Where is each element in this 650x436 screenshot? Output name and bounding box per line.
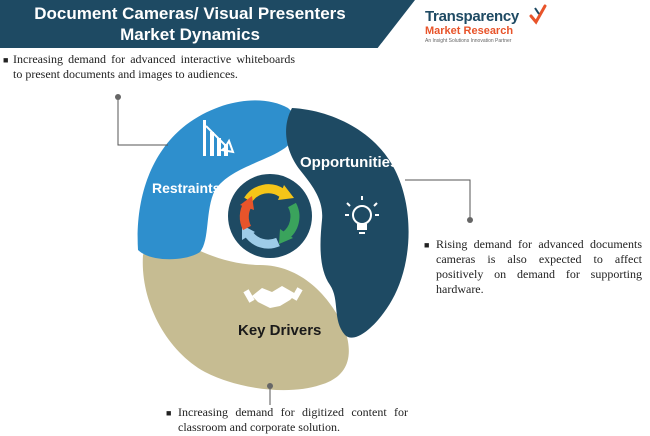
restraints-segment	[137, 100, 297, 260]
bullet-icon: ■	[424, 240, 430, 250]
opportunities-bullet-text: Rising demand for advanced documents cam…	[436, 237, 642, 296]
opportunities-label: Opportunities	[300, 154, 399, 171]
bar-chart-down-icon	[203, 120, 235, 156]
logo-name: Transparency	[425, 8, 519, 25]
bullet-icon: ■	[166, 408, 172, 418]
logo-sub: Market Research	[425, 25, 514, 37]
company-logo: Transparency Market Research An Insight …	[425, 4, 595, 46]
key-drivers-label: Key Drivers	[238, 322, 322, 339]
logo-check-icon	[529, 4, 547, 25]
restraints-label: Restraints	[152, 180, 221, 196]
title-banner: Document Cameras/ Visual Presenters Mark…	[0, 0, 415, 48]
title-line-1: Document Cameras/ Visual Presenters	[34, 4, 346, 23]
cycle-arrows-icon	[239, 184, 300, 249]
handshake-icon	[243, 286, 303, 308]
opportunities-segment	[286, 108, 409, 338]
title-line-2: Market Dynamics	[120, 25, 260, 44]
bullet-icon: ■	[3, 55, 9, 65]
key-drivers-bullet-text: Increasing demand for digitized content …	[178, 405, 408, 434]
key-drivers-segment	[142, 241, 349, 391]
connector-lines	[117, 97, 471, 405]
restraints-bullet-text: Increasing demand for advanced interacti…	[13, 52, 295, 81]
lightbulb-icon	[345, 196, 379, 234]
logo-tagline: An Insight Solutions Innovation Partner	[425, 38, 512, 44]
connector-dots	[115, 94, 473, 389]
